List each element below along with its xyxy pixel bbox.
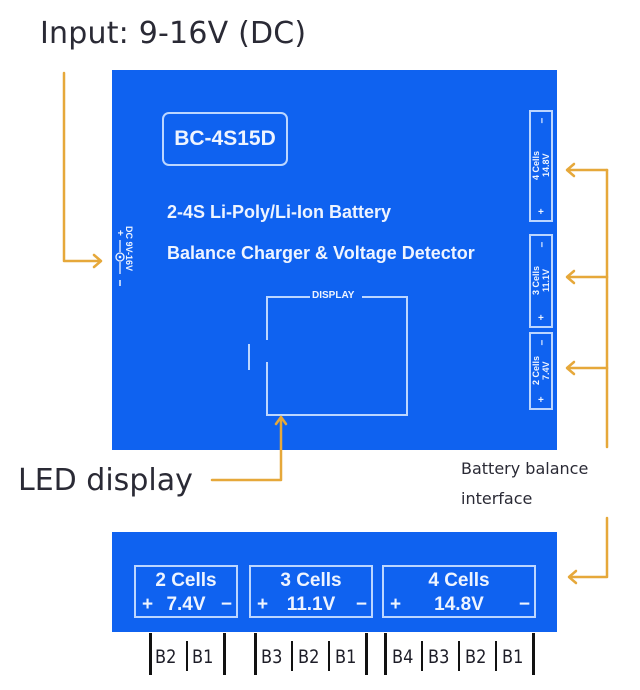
balance-port-cells: 4 Cells <box>428 570 490 591</box>
pin-separator <box>458 641 460 671</box>
display-frame-top-left <box>266 296 310 298</box>
input-voltage-label: Input: 9-16V (DC) <box>40 16 307 51</box>
balance-port-voltage: 7.4V <box>166 594 206 615</box>
dc-input-label: DC 9V-16V <box>124 226 134 272</box>
display-frame-gap <box>264 340 270 362</box>
pin-label: B1 <box>335 646 357 668</box>
pin-separator <box>384 633 387 675</box>
pin-label: B3 <box>261 646 283 668</box>
balance-port-plus: + <box>390 594 402 615</box>
pin-separator <box>254 633 257 675</box>
balance-port-2-cells: 2 Cells 7.4V + − <box>134 565 238 618</box>
pin-separator <box>149 633 152 675</box>
balance-port-minus: − <box>220 594 232 615</box>
pin-separator <box>223 633 226 675</box>
pin-label: B1 <box>192 646 214 668</box>
pin-separator <box>421 641 423 671</box>
pin-label: B2 <box>298 646 320 668</box>
battery-balance-interface-label: Battery balance interface <box>461 454 588 514</box>
pin-label: B1 <box>502 646 524 668</box>
pin-label: B2 <box>465 646 487 668</box>
balance-port-cells: 3 Cells <box>280 570 342 591</box>
pin-separator <box>328 641 330 671</box>
balance-port-plus: + <box>142 594 154 615</box>
balance-interface-board <box>112 532 557 632</box>
balance-interface-arrow <box>568 516 609 579</box>
pin-separator <box>495 641 497 671</box>
led-arrow <box>210 416 283 482</box>
side-port-plus: + <box>538 395 544 406</box>
led-arrowhead <box>274 415 288 426</box>
balance-label-line1: Battery balance <box>461 459 589 478</box>
display-indicator-mark <box>248 344 250 370</box>
input-arrow <box>62 71 102 263</box>
side-port-plus: + <box>538 207 544 218</box>
balance-label-line2: interface <box>461 489 533 508</box>
pin-label: B4 <box>392 646 414 668</box>
balance-port-cells: 2 Cells <box>155 570 217 591</box>
balance-port-minus: − <box>355 594 367 615</box>
charger-board-top-view <box>112 70 557 450</box>
side-port-2-cells: − 2 Cells 7.4V + <box>529 332 553 410</box>
model-badge: BC-4S15D <box>162 112 288 166</box>
balance-port-plus: + <box>257 594 269 615</box>
led-display-label: LED display <box>18 463 193 498</box>
model-name: BC-4S15D <box>174 127 276 150</box>
board-title-line1: 2-4S Li-Poly/Li-Ion Battery <box>167 202 392 222</box>
input-arrowhead <box>92 253 103 269</box>
pin-label: B2 <box>155 646 177 668</box>
balance-port-voltage: 11.1V <box>286 594 336 615</box>
pin-separator <box>186 641 188 671</box>
balance-port-voltage: 14.8V <box>434 594 484 615</box>
pin-separator <box>365 633 368 675</box>
side-port-4-cells: − 4 Cells 14.8V + <box>529 110 553 222</box>
balance-port-4-cells: 4 Cells 14.8V + − <box>382 565 536 618</box>
pin-label: B3 <box>428 646 450 668</box>
balance-port-3-cells: 3 Cells 11.1V + − <box>249 565 373 618</box>
side-port-3-cells: − 3 Cells 11.1V + <box>529 234 553 328</box>
pin-separator <box>291 641 293 671</box>
board-title-line2: Balance Charger & Voltage Detector <box>167 243 475 263</box>
display-title: DISPLAY <box>312 290 355 301</box>
display-frame-top-right <box>362 296 408 298</box>
dc-jack-icon: + <box>114 230 125 286</box>
side-port-plus: + <box>538 313 544 324</box>
svg-text:+: + <box>114 230 125 236</box>
balance-port-minus: − <box>518 594 530 615</box>
pin-separator <box>532 633 535 675</box>
